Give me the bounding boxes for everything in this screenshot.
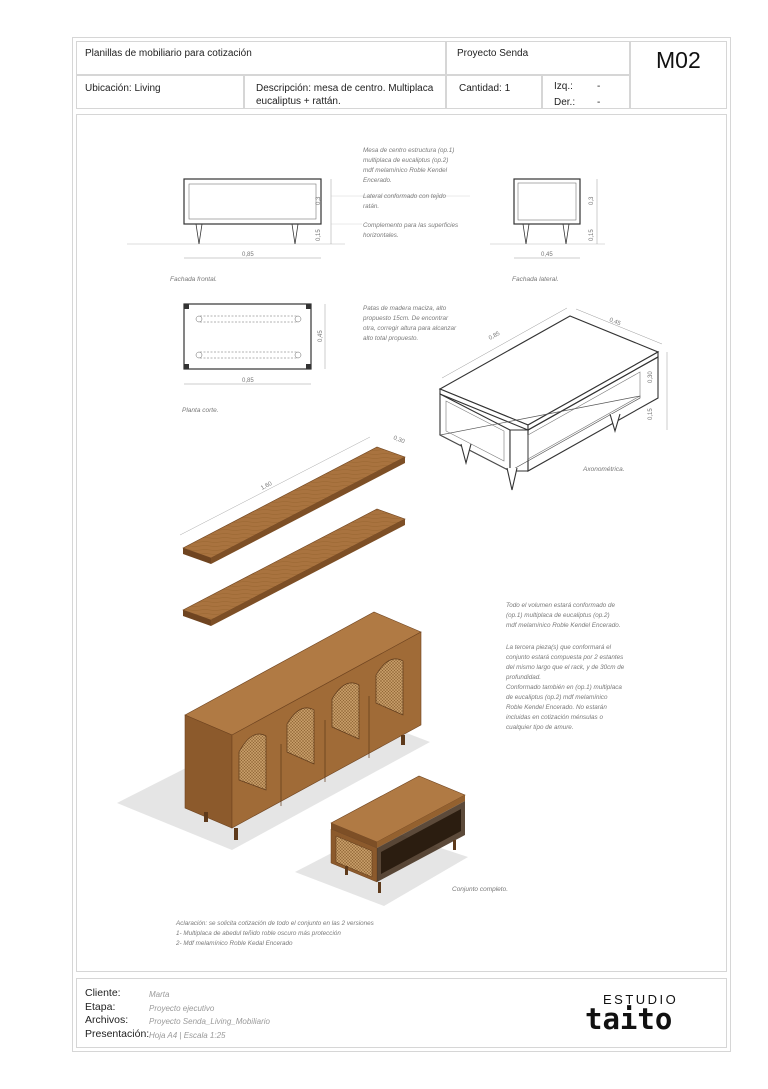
coffee-table-set [295,775,468,906]
right-label: Der.: [554,97,576,108]
client-label: Cliente: [85,987,121,999]
dim-axo-height: 0,30 [648,371,654,383]
drawing-area [76,114,727,972]
dim-plan-width: 0,85 [242,378,254,384]
right-value: - [597,97,601,108]
dim-axo-legs: 0,15 [648,408,654,420]
project-name: Proyecto Senda [457,48,529,59]
shelf-dim-line [179,436,371,536]
left-value: - [597,81,601,92]
header-cell-quantity [446,75,542,109]
rack [117,611,430,850]
stage-value: Proyecto ejecutivo [149,1003,215,1013]
label-plan: Planta corte. [182,407,219,414]
footer-labels: Cliente: Etapa: Archivos: Presentación: [85,987,149,1041]
location: Ubicación: Living [85,83,161,94]
label-front: Fachada frontal. [170,276,217,283]
dim-side-height: 0,3 [589,196,595,205]
stage-label: Etapa: [85,1000,116,1013]
sheet-code: M02 [656,47,701,73]
note-clarification: Aclaración: se solicita cotización de to… [176,920,374,947]
note-structure: Mesa de centro estructura (op.1)multipla… [363,147,455,184]
header-cell-description [244,75,446,109]
dim-side-width: 0,45 [541,252,553,258]
sheet-frame [72,37,731,1052]
shelf-top [182,446,406,564]
footer-values: Marta Proyecto ejecutivo Proyecto Senda_… [149,988,270,1042]
label-set: Conjunto completo. [452,886,508,893]
label-side: Fachada lateral. [512,276,559,283]
brand-top: ESTUDIO [603,992,679,1007]
dim-plan-depth: 0,45 [318,330,324,342]
description-line-1: Descripción: mesa de centro. Multiplaca [256,83,434,94]
header-cell-project [446,41,630,75]
dim-shelf-length: 1,60 [260,481,274,492]
files-value: Proyecto Senda_Living_Mobiliario [149,1017,270,1026]
side-elevation: 0,45 0,3 0,15 Fachada lateral. [490,178,605,283]
presentation-label: Presentación: [85,1027,150,1040]
header-cell-title [76,41,446,75]
client-value: Marta [149,990,170,999]
dim-front-legs: 0,15 [316,229,322,241]
presentation-value: Hoja A4 | Escala 1:25 [149,1030,226,1040]
sheet-title: Planillas de mobiliario para cotización [85,48,252,59]
dim-front-height: 0,3 [316,196,322,205]
dim-front-width: 0,85 [242,252,254,258]
front-elevation: 0,85 0,3 0,15 Fachada frontal. [127,178,470,283]
header-cell-sides [542,75,630,109]
dim-shelf-depth: 0,30 [392,435,406,445]
dim-axo-length: 0,85 [488,331,502,342]
axonometric-view [438,307,668,491]
footer-box [76,978,727,1048]
label-axo: Axonométrica. [582,466,625,473]
dim-axo-depth: 0,45 [608,317,622,327]
shelf-bottom [182,508,406,626]
header-cell-location [76,75,244,109]
plan-section: 0,85 0,45 Planta corte. [182,303,326,414]
dim-side-legs: 0,15 [589,229,595,241]
note-volume: Todo el volumen estará conformado de(op.… [506,602,621,629]
description-line-2: eucaliptus + rattán. [256,96,341,107]
header-cell-code [630,41,727,109]
quantity: Cantidad: 1 [459,83,511,94]
left-label: Izq.: [554,81,573,92]
brand-logo: taito [585,1002,673,1036]
files-label: Archivos: [85,1014,129,1026]
